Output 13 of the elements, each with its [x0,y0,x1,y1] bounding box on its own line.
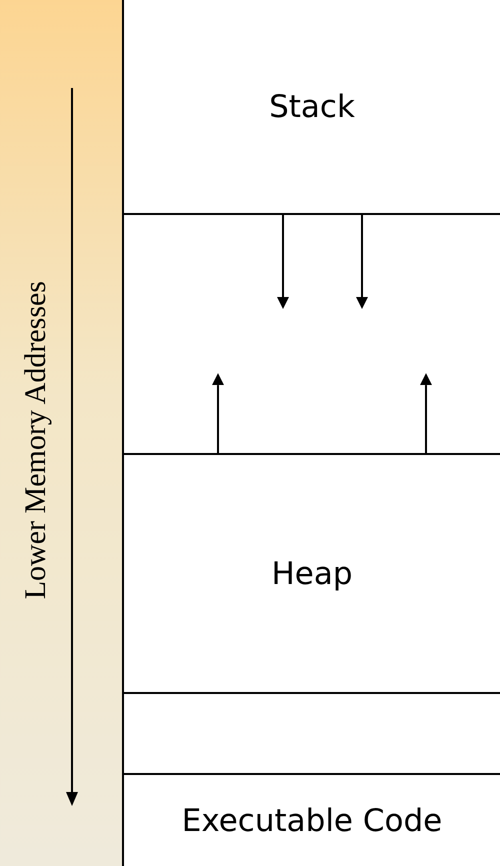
empty-memory-segment [122,692,500,773]
memory-segment [122,453,500,692]
arrow [212,373,224,453]
arrow [356,214,368,309]
arrow [277,214,289,309]
segment-label: Stack [269,88,355,124]
segment-label: Heap [271,556,353,592]
axis-label: Lower Memory Addresses [19,280,53,600]
empty-memory-segment [122,213,500,453]
memory-segment [122,0,500,213]
arrow [420,373,432,453]
memory-segment [122,773,500,866]
segment-label: Executable Code [182,802,442,838]
